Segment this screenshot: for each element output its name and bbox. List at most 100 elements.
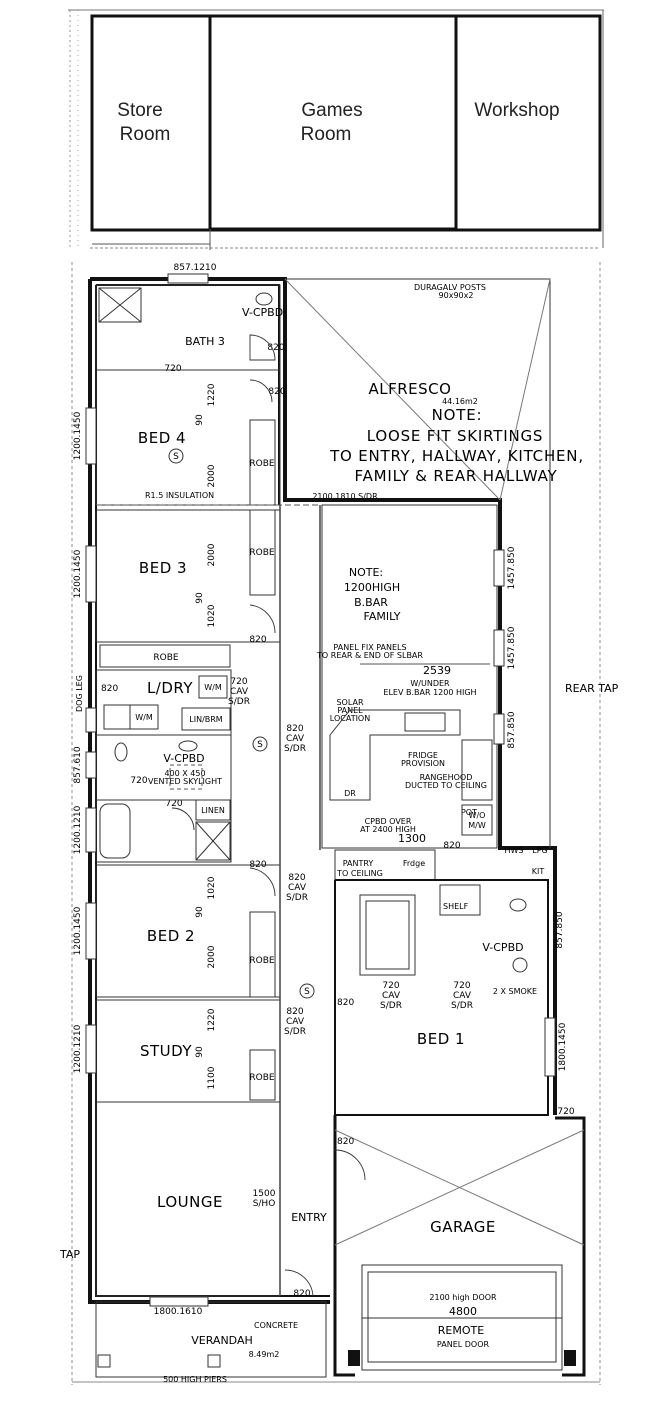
bed2-dim-1020: 1020 xyxy=(207,876,217,899)
hall3-cav: CAV xyxy=(286,1017,305,1027)
fridge-label: Frdge xyxy=(403,859,425,868)
dim-1300: 1300 xyxy=(398,832,426,845)
front-tap-label: TAP xyxy=(59,1248,80,1261)
bed2-robe xyxy=(249,911,276,998)
bed2-door-dim: 820 xyxy=(249,860,266,870)
window-family-2 xyxy=(493,629,505,667)
bath3-door-swing xyxy=(249,334,276,361)
bed2-robe-label: ROBE xyxy=(249,956,275,966)
bed1-garage-door-dim: 720 xyxy=(557,1107,574,1117)
bed4-dim-90: 90 xyxy=(195,414,205,426)
house-plan: 857.1210 DURAGALV POSTS 90x90x2 ALFRESCO… xyxy=(59,262,619,1385)
bed4-robe-label: ROBE xyxy=(249,459,275,469)
linen-label: LINEN xyxy=(201,806,225,815)
laundry-cav: CAV xyxy=(230,687,249,697)
verandah-window-dim: 1800.1610 xyxy=(154,1307,203,1317)
window-laundry xyxy=(85,707,97,733)
garage-door-dim: 820 xyxy=(337,1137,354,1147)
hob-bench xyxy=(461,739,493,801)
left-dim-1: 1200.1450 xyxy=(73,411,83,460)
study-robe-label: ROBE xyxy=(249,1073,275,1083)
bed3-robe xyxy=(249,509,276,596)
skylight-note-1: 400 X 450 xyxy=(164,769,205,778)
study-robe xyxy=(249,1049,276,1101)
hall2-cav: CAV xyxy=(288,883,307,893)
right-dim-5: 1800.1450 xyxy=(558,1022,568,1071)
linen-broom: LIN/BRM xyxy=(189,715,223,724)
bed1-cav-b: CAV xyxy=(453,991,472,1001)
shower-tray xyxy=(98,287,142,323)
laundry-cav-dim: 720 xyxy=(230,677,247,687)
laundry-wm-2: W/M xyxy=(135,713,153,722)
hall-cav: CAV xyxy=(286,734,305,744)
bed1-vanity: V-CPBD xyxy=(482,941,523,954)
hall-dim-820: 820 xyxy=(286,724,303,734)
note1-line2: LOOSE FIT SKIRTINGS xyxy=(367,427,543,445)
panel-fix-note-2: TO REAR & END OF SLBAR xyxy=(316,651,423,660)
window-bed3 xyxy=(85,545,97,603)
right-dim-2: 1457.850 xyxy=(507,626,517,669)
panel-fix-note-1: PANEL FIX PANELS xyxy=(333,643,406,652)
bed1-cav-a: CAV xyxy=(382,991,401,1001)
garage-pier-left xyxy=(348,1350,360,1366)
study-dim-90: 90 xyxy=(195,1046,205,1058)
bed1-label: BED 1 xyxy=(417,1030,465,1048)
shower-2 xyxy=(195,821,231,861)
left-dim-5: 1200.1450 xyxy=(73,906,83,955)
left-dim-3: 857.610 xyxy=(73,746,83,783)
bath2-door-dim: 720 xyxy=(165,799,182,809)
note2-line3: B.BAR xyxy=(354,596,388,609)
kitchen-island xyxy=(329,709,461,801)
mw-label: M/W xyxy=(468,821,486,830)
workshop-label: Workshop xyxy=(474,100,559,121)
right-dim-4: 857.850 xyxy=(555,911,565,948)
cpbd-over-2: AT 2400 HIGH xyxy=(360,825,416,834)
lounge-dim-1500: 1500 xyxy=(253,1189,276,1199)
bed1-door-dim: 820 xyxy=(337,998,354,1008)
note2-line2: 1200HIGH xyxy=(344,581,400,594)
laundry-wm: W/M xyxy=(204,683,222,692)
laundry-door-dim: 820 xyxy=(101,684,118,694)
family-label: FAMILY xyxy=(364,610,401,623)
lounge-sho: S/HO xyxy=(253,1199,276,1209)
garage-door-width: 4800 xyxy=(449,1305,477,1318)
garage-pier-right xyxy=(564,1350,576,1366)
left-dim-4: 1200.1210 xyxy=(73,805,83,854)
window-bed1 xyxy=(544,1017,556,1077)
house-outer-wall-left xyxy=(88,279,330,1304)
left-dim-6: 1200.1210 xyxy=(73,1024,83,1073)
laundry-robe-label: ROBE xyxy=(153,653,179,663)
wunder-note-1: W/UNDER xyxy=(410,679,450,688)
alfresco-area: 44.16m2 xyxy=(442,397,478,406)
bathtub-icon xyxy=(99,803,131,859)
study-label: STUDY xyxy=(140,1042,192,1060)
bed4-dim-2000: 2000 xyxy=(207,464,217,487)
bed3-robe-label: ROBE xyxy=(249,548,275,558)
bed3-dim-90: 90 xyxy=(195,592,205,604)
laundry-sdr: S/DR xyxy=(228,697,250,707)
window-study xyxy=(85,1024,97,1074)
hall3-dim-820: 820 xyxy=(286,1007,303,1017)
right-dim-1: 1457.850 xyxy=(507,546,517,589)
window-bath xyxy=(85,807,97,853)
sink-icon xyxy=(404,712,446,732)
dog-leg-label: DOG LEG xyxy=(75,675,84,712)
right-dim-3: 857.850 xyxy=(507,711,517,748)
study-dim-1220: 1220 xyxy=(207,1008,217,1031)
lpg-label: LPG xyxy=(532,846,547,855)
garage-door-note: 2100 high DOOR xyxy=(429,1293,497,1302)
bed3-label: BED 3 xyxy=(139,559,187,577)
piers-note: 500 HIGH PIERS xyxy=(163,1375,227,1384)
pantry-note: TO CEILING xyxy=(336,869,383,878)
hws-label: HWS xyxy=(504,846,523,855)
remote-label: REMOTE xyxy=(438,1324,484,1337)
bath3-label: BATH 3 xyxy=(185,335,225,348)
store-room-label-1: Store xyxy=(117,100,162,121)
hall3-sdr: S/DR xyxy=(284,1027,306,1037)
bed4-dim-1220: 1220 xyxy=(207,383,217,406)
bed1-sdr-a: S/DR xyxy=(380,1001,402,1011)
pantry-label: PANTRY xyxy=(343,859,374,868)
bed1-dim-720-b: 720 xyxy=(453,981,470,991)
bed2-dim-90: 90 xyxy=(195,906,205,918)
rear-tap-label: REAR TAP xyxy=(565,682,619,695)
